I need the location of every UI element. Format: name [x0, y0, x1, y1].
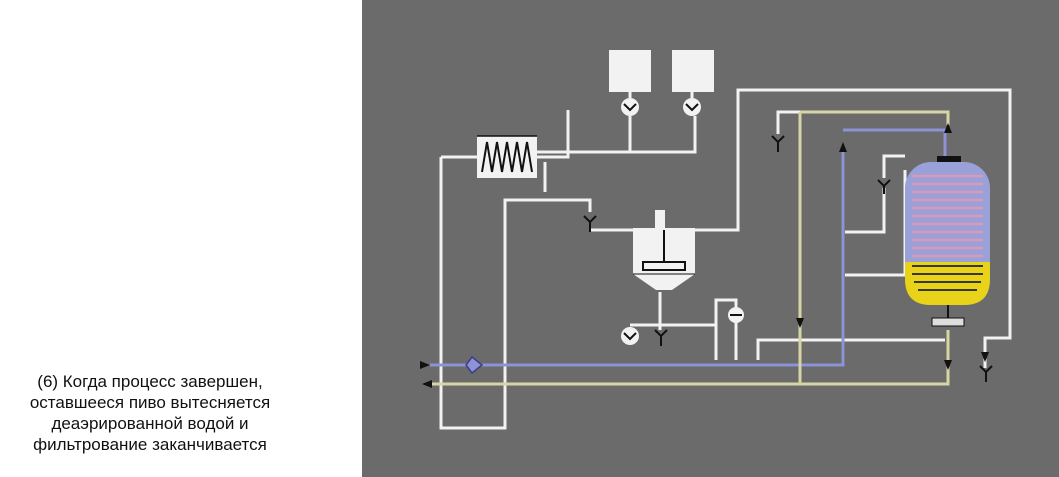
caption-line-3: деаэрированной водой и — [51, 414, 249, 433]
drain-y-icon — [654, 329, 668, 346]
drains — [583, 135, 993, 382]
dosing-tanks — [609, 50, 714, 92]
arrowhead-icon — [944, 360, 952, 370]
arrowhead-icon — [839, 142, 847, 152]
arrowhead-icon — [420, 361, 430, 369]
inlet-valve-node — [465, 355, 484, 375]
sight-glass — [728, 307, 744, 323]
dosing-vessel — [633, 210, 695, 290]
arrowhead-icon — [796, 318, 804, 328]
blue-pipes — [430, 128, 947, 367]
filter-vessel — [905, 156, 990, 327]
arrowhead-icon — [981, 352, 989, 362]
pumps — [621, 92, 701, 345]
caption-line-2: оставшееся пиво вытесняется — [29, 393, 271, 412]
heat-exchanger — [477, 135, 537, 178]
drain-y-icon — [771, 135, 785, 152]
caption-line-4: фильтрование заканчивается — [33, 435, 267, 454]
dosing-tank-right — [672, 50, 714, 92]
pump-chevron-icon — [621, 327, 639, 345]
submerged-plates — [912, 265, 983, 291]
zigzag-coil-icon — [481, 141, 533, 173]
drain-y-icon — [583, 215, 597, 232]
dosing-tank-left — [609, 50, 651, 92]
arrowhead-icon — [422, 380, 432, 388]
filtration-diagram — [362, 0, 1059, 477]
caption: (6) Когда процесс завершен, оставшееся п… — [0, 371, 300, 455]
pump-chevron-icon — [621, 92, 639, 116]
drain-y-icon — [877, 179, 891, 194]
flow-arrows — [420, 123, 989, 388]
yellow-pipes — [432, 110, 950, 386]
caption-line-1: (6) Когда процесс завершен, — [37, 372, 263, 391]
drain-y-icon — [979, 365, 993, 382]
filter-plates — [912, 174, 983, 258]
arrowhead-icon — [944, 123, 952, 133]
pump-chevron-icon — [683, 92, 701, 116]
